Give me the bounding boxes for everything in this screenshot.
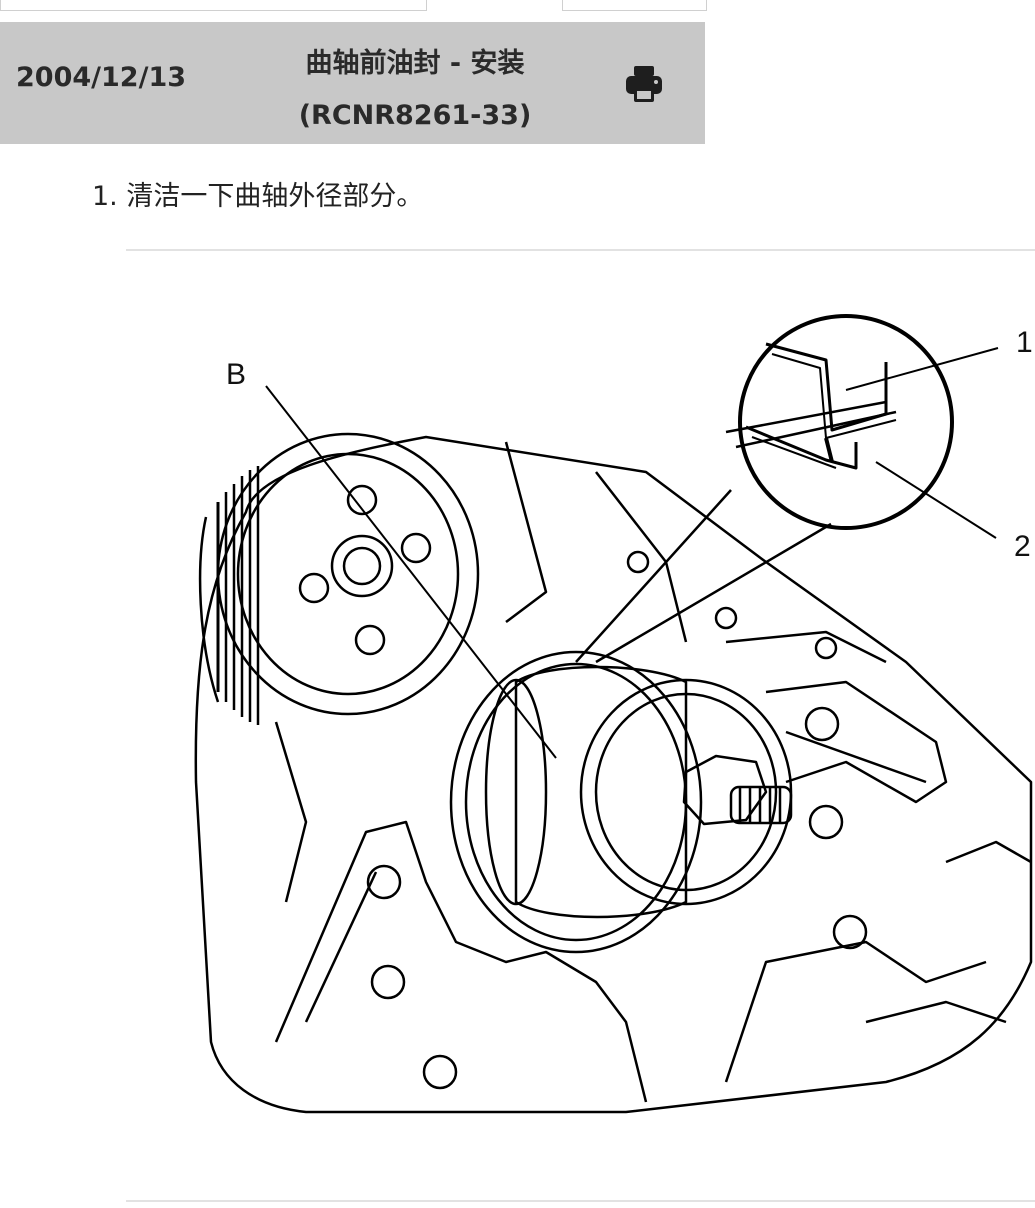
printer-icon [626,66,662,102]
engine-front-diagram [194,314,1033,1114]
top-tab-strip [0,0,707,14]
top-tab-left[interactable] [0,0,427,11]
document-title-line2: (RCNR8261-33) [298,100,532,131]
document-title-line1: 曲轴前油封 - 安装 [305,48,525,79]
callout-1-label: 1 [1016,326,1033,359]
print-button[interactable] [620,60,668,108]
document-header: 2004/12/13 曲轴前油封 - 安装 (RCNR8261-33) [0,22,705,144]
document-title: 曲轴前油封 - 安装 (RCNR8261-33) [235,38,595,142]
document-date: 2004/12/13 [16,62,187,93]
divider-bottom [126,1200,1035,1202]
callout-2-label: 2 [1014,530,1031,563]
step-1-text: 1. 清洁一下曲轴外径部分。 [92,181,424,212]
divider-top [126,249,1035,251]
callout-b-label: B [226,358,247,391]
top-tab-right[interactable] [562,0,707,11]
crankshaft-seal-illustration: B 1 2 [126,262,1035,1162]
